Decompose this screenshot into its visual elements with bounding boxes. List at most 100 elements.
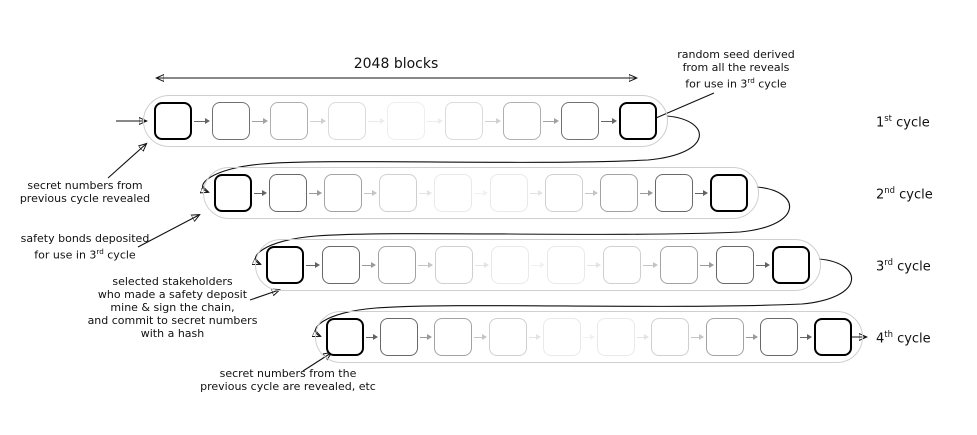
note-line: for use in 3rd cycle bbox=[685, 76, 787, 91]
right-arrow-icon bbox=[693, 190, 710, 196]
block bbox=[659, 246, 698, 284]
block bbox=[488, 318, 527, 356]
right-arrow-icon bbox=[360, 262, 378, 268]
note-line: safety bonds deposited bbox=[20, 232, 150, 245]
block bbox=[542, 318, 581, 356]
right-arrow-icon bbox=[417, 190, 434, 196]
block bbox=[154, 102, 192, 140]
right-arrow-icon bbox=[192, 118, 212, 124]
block bbox=[651, 318, 690, 356]
note-line: with a hash bbox=[140, 327, 205, 340]
right-arrow-icon bbox=[364, 334, 380, 340]
block bbox=[270, 102, 309, 140]
blocks-span-label: 2048 blocks bbox=[353, 56, 439, 72]
block bbox=[269, 174, 308, 212]
block bbox=[489, 174, 528, 212]
block bbox=[502, 102, 541, 140]
block bbox=[705, 318, 744, 356]
block bbox=[212, 102, 251, 140]
cycle-2-row bbox=[203, 167, 759, 219]
right-arrow-icon bbox=[362, 190, 379, 196]
safety-bonds-note: safety bonds deposited for use in 3rd cyc… bbox=[6, 232, 164, 262]
note-line: mine & sign the chain, bbox=[110, 301, 235, 314]
block bbox=[324, 174, 363, 212]
block bbox=[386, 102, 425, 140]
block bbox=[709, 174, 748, 212]
block bbox=[813, 318, 852, 356]
right-arrow-icon bbox=[252, 190, 269, 196]
right-arrow-icon bbox=[473, 262, 491, 268]
block bbox=[434, 246, 473, 284]
block bbox=[759, 318, 798, 356]
right-arrow-icon bbox=[472, 334, 488, 340]
right-arrow-icon bbox=[425, 118, 445, 124]
cycle-1-row bbox=[143, 95, 668, 147]
block bbox=[654, 174, 693, 212]
block bbox=[379, 174, 418, 212]
right-arrow-icon bbox=[366, 118, 386, 124]
block bbox=[322, 246, 361, 284]
right-arrow-icon bbox=[307, 190, 324, 196]
block bbox=[619, 102, 657, 140]
block bbox=[597, 318, 636, 356]
cycle-label-4: 4th cycle bbox=[876, 329, 931, 347]
right-arrow-icon bbox=[754, 262, 772, 268]
note-line: for use in 3rd cycle bbox=[34, 247, 136, 262]
right-arrow-icon bbox=[528, 190, 545, 196]
note-line: random seed derived bbox=[677, 48, 795, 61]
block bbox=[326, 318, 364, 356]
right-arrow-icon bbox=[585, 262, 603, 268]
cycle-3-row bbox=[255, 239, 821, 291]
block bbox=[378, 246, 417, 284]
right-arrow-icon bbox=[581, 334, 597, 340]
block bbox=[444, 102, 483, 140]
right-arrow-icon bbox=[798, 334, 814, 340]
block bbox=[560, 102, 599, 140]
block bbox=[715, 246, 754, 284]
block bbox=[266, 246, 304, 284]
right-arrow-icon bbox=[529, 262, 547, 268]
note-line: selected stakeholders bbox=[112, 275, 233, 288]
right-arrow-icon bbox=[527, 334, 543, 340]
cycle-label-1: 1st cycle bbox=[876, 113, 930, 131]
right-arrow-icon bbox=[583, 190, 600, 196]
note-line: who made a safety deposit bbox=[97, 288, 248, 301]
note-line: from all the reveals bbox=[682, 61, 790, 74]
right-arrow-icon bbox=[304, 262, 322, 268]
right-arrow-icon bbox=[599, 118, 619, 124]
block bbox=[434, 174, 473, 212]
block bbox=[490, 246, 529, 284]
note-line: and commit to secret numbers bbox=[87, 314, 258, 327]
note-line: previous cycle are revealed, etc bbox=[200, 380, 376, 393]
cycle-4-row bbox=[315, 311, 863, 363]
block bbox=[328, 102, 367, 140]
secret-numbers-pointer-arrow bbox=[107, 144, 146, 179]
note-line: previous cycle revealed bbox=[19, 192, 151, 205]
right-arrow-icon bbox=[689, 334, 705, 340]
right-arrow-icon bbox=[641, 262, 659, 268]
block bbox=[599, 174, 638, 212]
right-arrow-icon bbox=[416, 262, 434, 268]
block bbox=[544, 174, 583, 212]
block bbox=[380, 318, 419, 356]
note-line: secret numbers from bbox=[27, 179, 143, 192]
right-arrow-icon bbox=[744, 334, 760, 340]
right-arrow-icon bbox=[418, 334, 434, 340]
block bbox=[547, 246, 586, 284]
cycle-label-3: 3rd cycle bbox=[876, 257, 931, 275]
block bbox=[214, 174, 252, 212]
right-arrow-icon bbox=[541, 118, 561, 124]
right-arrow-icon bbox=[472, 190, 489, 196]
right-arrow-icon bbox=[698, 262, 716, 268]
right-arrow-icon bbox=[250, 118, 270, 124]
block bbox=[603, 246, 642, 284]
right-arrow-icon bbox=[483, 118, 503, 124]
right-arrow-icon bbox=[308, 118, 328, 124]
right-arrow-icon bbox=[638, 190, 655, 196]
block bbox=[771, 246, 810, 284]
block bbox=[434, 318, 473, 356]
